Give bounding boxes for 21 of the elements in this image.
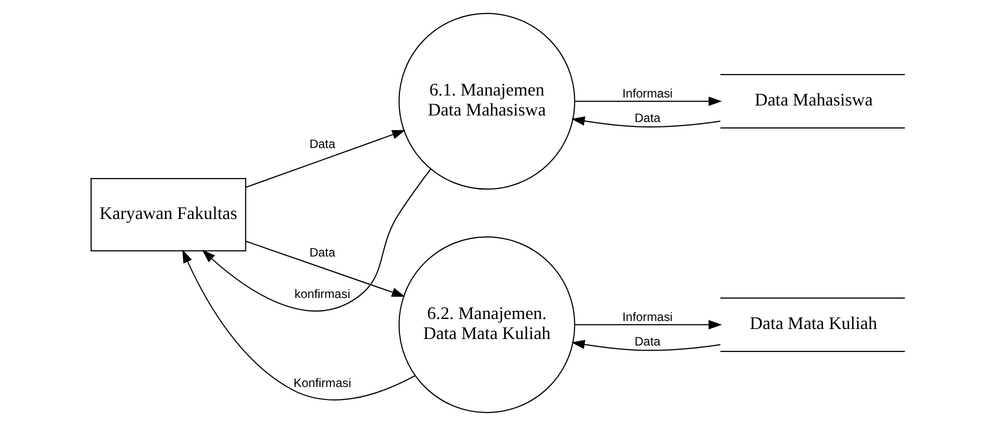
arrow [574,320,722,329]
edge-label: Konfirmasi [292,375,351,390]
edge-label: Data [634,334,660,348]
node-circle: 6.2. Manajemen. Data Mata Kuliah [398,236,575,413]
node-text: Data Mata Kuliah [749,312,877,332]
arrow [182,248,415,400]
arrow [570,116,720,127]
node-circle: 6.1. Manajemen Data Mahasiswa [398,12,575,190]
arrow [574,96,722,106]
edge-label: Data [308,136,335,150]
node-box: Karyawan Fakultas [90,177,246,251]
node-text: Data Mahasiswa [754,88,872,109]
edge-label: Data [308,245,335,260]
arrow [244,240,405,296]
arrow [570,339,720,350]
edge-label: Data [634,110,660,125]
arrow [202,168,431,312]
edge-label: Informasi [622,310,672,324]
edge-label: Informasi [622,86,672,100]
arrow [244,130,405,188]
edge-label: konfirmasi [294,286,350,300]
